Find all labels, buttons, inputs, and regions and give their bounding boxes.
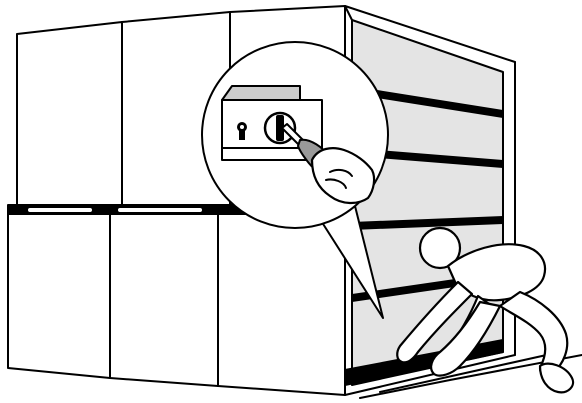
cabinet-lower-right bbox=[218, 214, 345, 395]
cabinet-lower-left bbox=[8, 214, 110, 378]
cabinet-upper-left bbox=[17, 22, 122, 205]
cabinet-lower-middle bbox=[110, 214, 218, 386]
lock-plate-top bbox=[222, 86, 300, 100]
person-foot bbox=[540, 364, 573, 393]
